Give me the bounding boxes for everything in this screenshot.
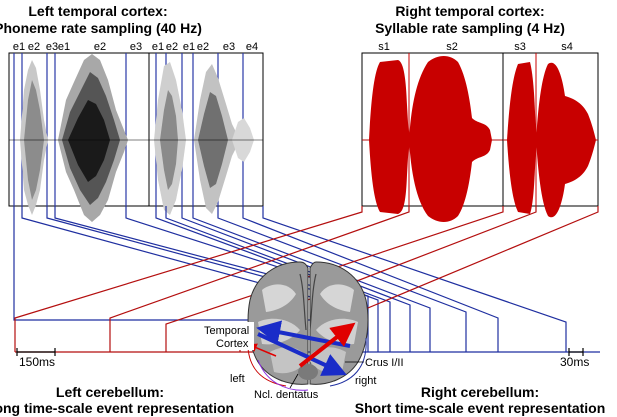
right-cerebellum-title-2: Short time-scale event representation [355,400,606,416]
dentatus-leader-line [289,373,299,389]
label-crus: Crus I/II [365,357,404,369]
left-cerebellum-title-2: Long time-scale event representation [0,400,234,416]
red-arrow-small [247,343,277,357]
speech-waveform [154,62,254,215]
phoneme-boundary-lines [13,53,127,206]
right-syllable-labels: s1 s2 s3 s4 [378,41,573,53]
syllable-envelope-s4 [536,62,596,218]
label-temporal: Temporal [204,325,249,337]
label-cortex: Cortex [216,338,249,350]
event-label: e2 [197,41,209,53]
event-label: e1 [183,41,195,53]
right-cerebellum-title-1: Right cerebellum: [421,384,539,400]
scale-bar-left [16,348,56,356]
cerebellum-outline-inner-left [257,359,309,391]
syllable-label: s1 [378,41,390,53]
label-left: left [230,373,245,385]
label-right: right [355,375,376,387]
left-waveform-panel-1 [8,52,150,222]
syllable-label: s4 [561,41,573,53]
event-label: e3 [130,41,142,53]
left-cortex-title-1: Left temporal cortex: [28,3,167,19]
left-cerebellum-title-1: Left cerebellum: [56,384,164,400]
label-dentatus: Ncl. dentatus [254,389,319,401]
left-event-labels-b: e1 e2 e1 e2 e3 e4 [152,41,258,53]
event-label: e3 [223,41,235,53]
right-envelope-panel-2 [502,52,599,218]
syllable-envelope-s2 [409,56,492,222]
left-event-labels-a: e1 e2 e3 e1 e2 e3 [13,41,142,53]
event-label: e1 [58,41,70,53]
event-label: e2 [94,41,106,53]
syllable-label: s2 [446,41,458,53]
syllable-envelope-s1 [369,60,409,214]
event-label: e3 [46,41,58,53]
event-label: e1 [152,41,164,53]
left-cortex-title-2: Phoneme rate sampling (40 Hz) [0,20,202,36]
scale-bar-right [568,348,584,356]
brain-label-box-temporal: Temporal Cortex [202,322,254,350]
syllable-label: s3 [514,41,526,53]
syllable-envelope-s3 [507,62,536,214]
right-cortex-title-1: Right temporal cortex: [395,3,544,19]
right-cortex-title-2: Syllable rate sampling (4 Hz) [375,20,565,36]
event-label: e2 [28,41,40,53]
right-envelope-panel-1 [361,52,504,222]
event-label: e1 [13,41,25,53]
scale-label-right: 30ms [560,355,589,369]
event-label: e2 [166,41,178,53]
red-arrow-left-to-right [298,322,356,368]
speech-waveform [20,54,128,222]
event-label: e4 [246,41,258,53]
scale-label-left: 150ms [19,355,55,369]
brain-slice-image [247,261,369,385]
left-waveform-panel-2 [148,52,264,215]
cerebellum-outline-right [329,337,367,387]
